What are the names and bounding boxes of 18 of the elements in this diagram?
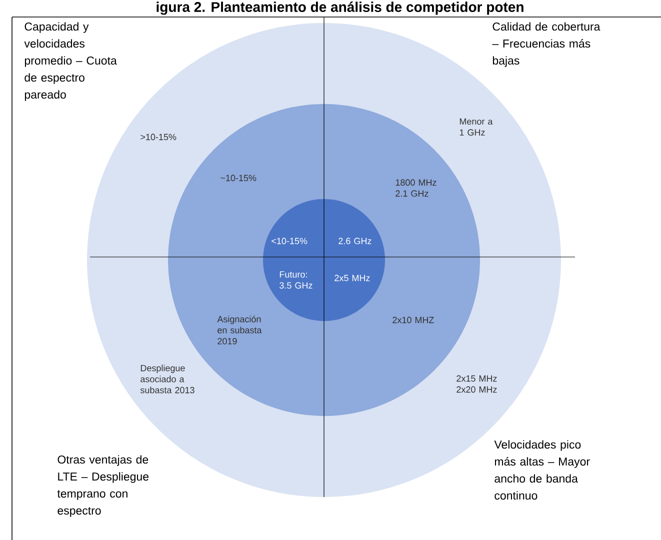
title: igura 2. Planteamiento de análisis de competidor poten xyxy=(156,2,524,15)
ring-label: 1800 MHz 2.1 GHz xyxy=(396,179,436,197)
ring-label: >10-15% xyxy=(140,134,176,140)
ring-region xyxy=(263,199,385,321)
quadrant-label: Velocidades pico más altas – Mayor ancho de banda continuo xyxy=(494,440,590,500)
ring-label: 2.6 GHz xyxy=(338,238,372,244)
ring-label: Asignación en subasta 2019 xyxy=(217,316,262,344)
ring-label: 2x15 MHz 2x20 MHz xyxy=(456,375,497,393)
ring-label: Futuro: 3.5 GHz xyxy=(280,271,312,289)
ring-label: <10-15% xyxy=(272,238,308,244)
ring-label: Despliegue asociado a subasta 2013 xyxy=(140,364,194,394)
ring-label: 2x5 MHz xyxy=(334,274,370,282)
ring-label: 2x10 MHZ xyxy=(392,316,434,324)
quadrant-label: Otras ventajas de LTE – Despliegue temprano con espectro xyxy=(57,455,148,517)
quadrant-label: Calidad de cobertura – Frecuencias más bajas xyxy=(492,22,600,67)
ring-label: Menor a 1 GHz xyxy=(460,118,493,136)
ring-label: ~10-15% xyxy=(220,174,256,182)
quadrant-label: Capacidad y velocidades promedio – Cuota de espectro pareado xyxy=(24,22,117,101)
